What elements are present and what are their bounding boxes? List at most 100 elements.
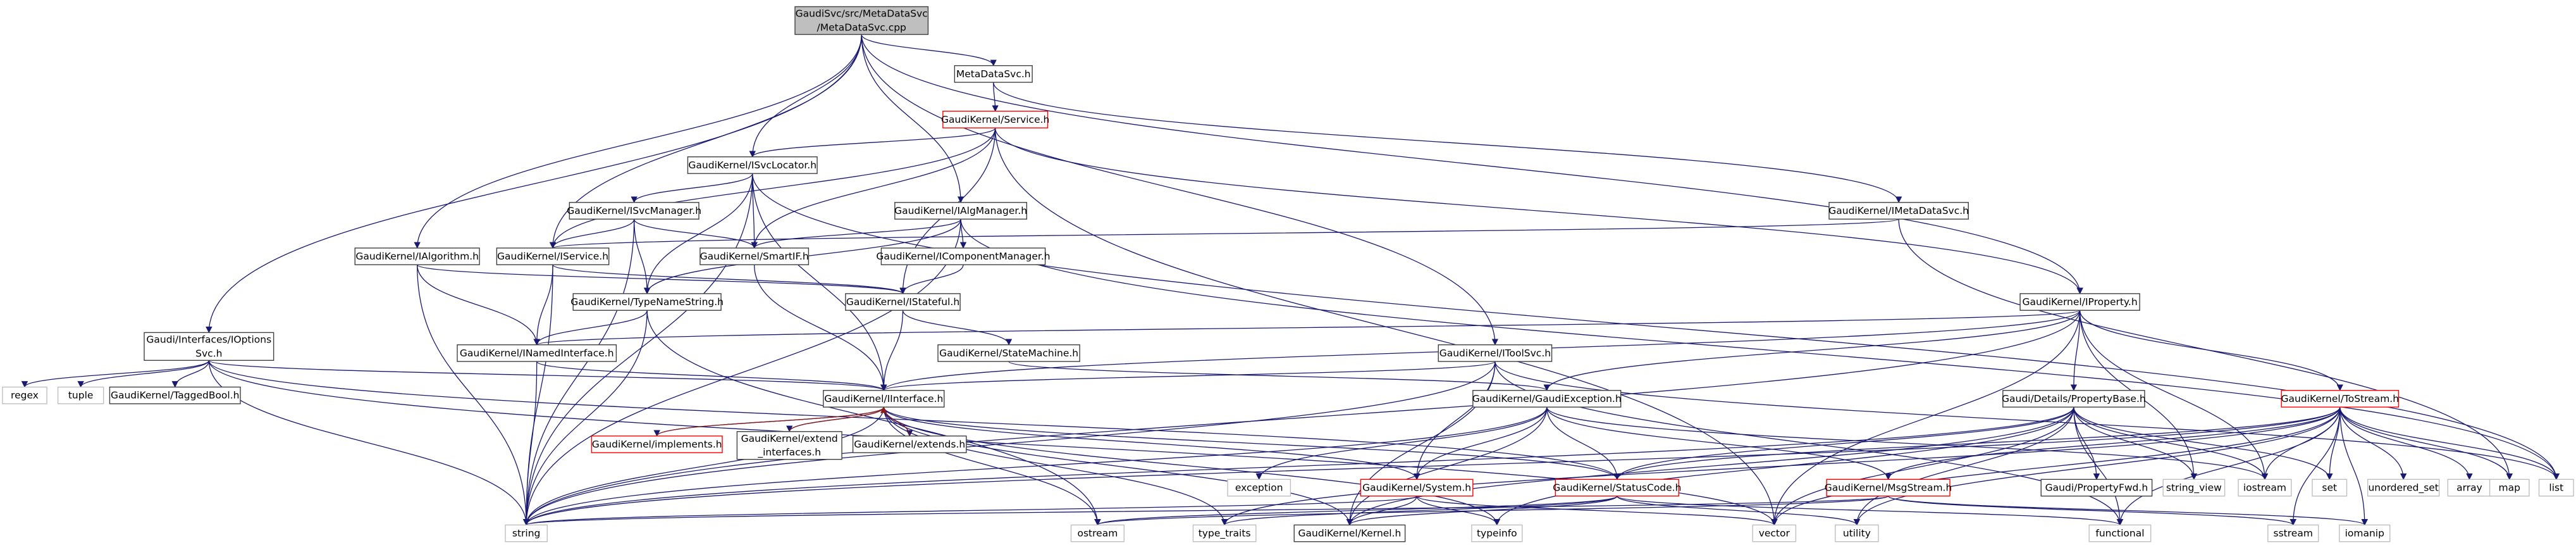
node-icomponentmanager-h[interactable]: GaudiKernel/IComponentManager.h — [876, 247, 1051, 265]
edge-iinterface_h-to-string — [522, 407, 884, 526]
node-extends-h[interactable]: GaudiKernel/extends.h — [852, 435, 967, 453]
edge-ialgorithm_h-to-inamedinterface_h — [417, 265, 540, 346]
edge-isvcmanager_h-to-iservice_h — [549, 218, 635, 249]
node-tostream-h[interactable]: GaudiKernel/ToStream.h — [2281, 390, 2400, 408]
edge-statemachine_h-to-gaudiexception_h — [1008, 361, 1550, 391]
node-iproperty-h[interactable]: GaudiKernel/IProperty.h — [2019, 293, 2140, 311]
edge-root-to-metadatasvc_h — [861, 34, 997, 66]
node-extend-interfaces-h[interactable]: GaudiKernel/extend_interfaces.h — [736, 431, 842, 460]
node-box — [880, 247, 1046, 265]
edge-tostream_h-to-utility — [1853, 407, 2341, 526]
node-smartif-h[interactable]: GaudiKernel/SmartIF.h — [699, 247, 810, 265]
edge-gaudiexception_h-to-exception — [1255, 407, 1548, 480]
node-box — [1227, 479, 1291, 497]
node-isvclocator-h[interactable]: GaudiKernel/ISvcLocator.h — [687, 156, 818, 174]
node-iservice-h[interactable]: GaudiKernel/IService.h — [496, 247, 610, 265]
node-implements-h[interactable]: GaudiKernel/implements.h — [591, 435, 723, 453]
node-box — [937, 344, 1080, 362]
edge-iproperty_h-to-inamedinterface_h — [534, 310, 2081, 346]
edge-tostream_h-to-functional — [2116, 407, 2341, 526]
node-itoolsvc-h[interactable]: GaudiKernel/IToolSvc.h — [1438, 344, 1553, 362]
node-imetadatasvc-h[interactable]: GaudiKernel/IMetaDataSvc.h — [1828, 202, 1969, 220]
node-box — [1828, 202, 1969, 220]
node-ialgmanager-h[interactable]: GaudiKernel/IAlgManager.h — [894, 202, 1027, 220]
edge-inamedinterface_h-to-string — [522, 361, 538, 526]
node-iinterface-h[interactable]: GaudiKernel/IInterface.h — [823, 390, 945, 408]
node-label: GaudiKernel/StateMachine.h — [939, 348, 1078, 359]
node-box — [1472, 390, 1622, 408]
node-kernel-h[interactable]: GaudiKernel/Kernel.h — [1293, 524, 1406, 542]
node-ialgorithm-h[interactable]: GaudiKernel/IAlgorithm.h — [354, 247, 480, 265]
edge-icomponentmanager_h-to-istateful_h — [899, 265, 964, 294]
edge-gaudiexception_h-to-system_h — [1413, 407, 1548, 480]
node-box — [505, 524, 548, 542]
node-taggedbool-h[interactable]: GaudiKernel/TaggedBool.h — [109, 386, 241, 404]
edge-iinterface_h-to-statuscode_h — [883, 406, 1620, 480]
edge-ioptionssvc_h-to-iinterface_h — [208, 360, 887, 391]
node-msgstream-h[interactable]: GaudiKernel/MsgStream.h — [1825, 479, 1952, 497]
node-label: GaudiKernel/ISvcLocator.h — [688, 160, 817, 171]
edge-gaudiexception_h-to-kernel_h — [1346, 407, 1548, 526]
node-propertybase-h[interactable]: Gaudi/Details/PropertyBase.h — [2002, 390, 2146, 408]
node-box — [1471, 524, 1523, 542]
node-statuscode-h[interactable]: GaudiKernel/StatusCode.h — [1553, 479, 1681, 497]
edge-iinterface_h-to-typeinfo — [883, 407, 1500, 526]
node-service-h[interactable]: GaudiKernel/Service.h — [941, 111, 1049, 128]
edge-msgstream_h-to-iomanip — [1887, 496, 2368, 526]
node-label: GaudiKernel/IAlgorithm.h — [355, 251, 479, 262]
edge-service_h-to-iservice_h — [549, 128, 996, 249]
node-sstream: sstream — [2267, 524, 2319, 542]
node-array: array — [2447, 479, 2492, 497]
node-system-h[interactable]: GaudiKernel/System.h — [1360, 479, 1474, 497]
edge-iproperty_h-to-iostream — [2079, 310, 2269, 480]
node-label: MetaDataSvc.h — [956, 68, 1031, 80]
node-label: exception — [1235, 482, 1283, 494]
edge-system_h-to-vector — [1416, 496, 1778, 526]
edge-tostream_h-to-unordered_set — [2339, 407, 2407, 480]
edge-typenamestring_h-to-ostream — [646, 310, 1101, 526]
node-tuple: tuple — [57, 386, 104, 404]
node-root[interactable]: GaudiSvc/src/MetaDataSvc/MetaDataSvc.cpp — [794, 6, 929, 35]
node-label: GaudiKernel/StatusCode.h — [1553, 482, 1681, 494]
node-box — [852, 435, 967, 453]
edge-isvclocator_h-to-typenamestring_h — [643, 173, 753, 294]
node-label: GaudiKernel/TaggedBool.h — [111, 390, 240, 401]
node-box — [57, 386, 104, 404]
node-label: set — [2322, 482, 2337, 494]
node-inamedinterface-h[interactable]: GaudiKernel/INamedInterface.h — [457, 344, 617, 362]
edge-propertybase_h-to-iostream — [2073, 407, 2269, 480]
node-metadatasvc-h[interactable]: MetaDataSvc.h — [954, 65, 1033, 83]
node-box — [2267, 524, 2319, 542]
node-istateful-h[interactable]: GaudiKernel/IStateful.h — [845, 293, 961, 311]
node-propertyfwd-h[interactable]: Gaudi/PropertyFwd.h — [2040, 479, 2153, 497]
node-box — [457, 344, 617, 362]
node-box — [2238, 479, 2292, 497]
node-box — [2312, 479, 2348, 497]
node-statemachine-h[interactable]: GaudiKernel/StateMachine.h — [937, 344, 1080, 362]
node-label: type_traits — [1199, 528, 1251, 540]
edge-tostream_h-to-statuscode_h — [1613, 406, 2341, 480]
edge-root-to-ioptionssvc_h — [206, 34, 862, 334]
edge-isvclocator_h-to-isvcmanager_h — [631, 173, 753, 203]
edge-iproperty_h-to-propertybase_h — [2070, 310, 2081, 391]
node-label: Gaudi/PropertyFwd.h — [2045, 482, 2148, 494]
edge-ioptionssvc_h-to-tuple — [77, 360, 209, 388]
node-isvcmanager-h[interactable]: GaudiKernel/ISvcManager.h — [567, 202, 701, 220]
node-exception: exception — [1227, 479, 1291, 497]
edge-ialgmanager_h-to-smartif_h — [751, 218, 961, 249]
edge-ialgmanager_h-to-string — [522, 219, 961, 526]
node-box — [2019, 293, 2140, 311]
node-label: GaudiKernel/Kernel.h — [1298, 528, 1402, 539]
node-gaudiexception-h[interactable]: GaudiKernel/GaudiException.h — [1472, 390, 1622, 408]
edge-tostream_h-to-sstream — [2289, 407, 2341, 526]
node-box — [2162, 479, 2226, 497]
node-box — [687, 156, 818, 174]
node-box — [794, 6, 929, 35]
node-box — [845, 293, 961, 311]
edge-propertybase_h-to-utility — [1853, 407, 2074, 526]
node-box — [2339, 524, 2391, 542]
node-box — [109, 386, 241, 404]
node-box — [2447, 479, 2492, 497]
node-typenamestring-h[interactable]: GaudiKernel/TypeNameString.h — [570, 293, 724, 311]
